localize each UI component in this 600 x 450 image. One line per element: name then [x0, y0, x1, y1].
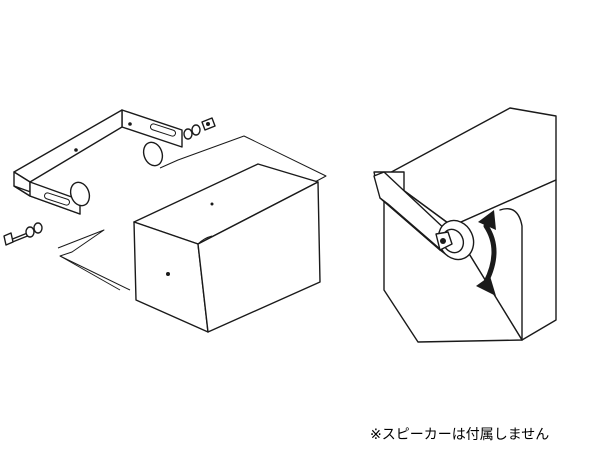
speaker-closeup: [383, 107, 557, 343]
washer-disc-lower: [69, 181, 91, 207]
detail-view: [373, 107, 557, 343]
rotation-arrow-icon: [476, 210, 497, 296]
bolt-set-lower: [3, 222, 43, 246]
speaker-box: [133, 163, 321, 333]
footnote: ※スピーカーは付属しません: [370, 427, 550, 443]
alignment-guides: [57, 135, 327, 291]
exploded-view: [3, 109, 327, 333]
washer-disc-upper: [142, 141, 164, 167]
u-bracket: [13, 109, 183, 215]
bolt-set-upper: [183, 117, 216, 140]
knob-assembly: [435, 219, 475, 261]
